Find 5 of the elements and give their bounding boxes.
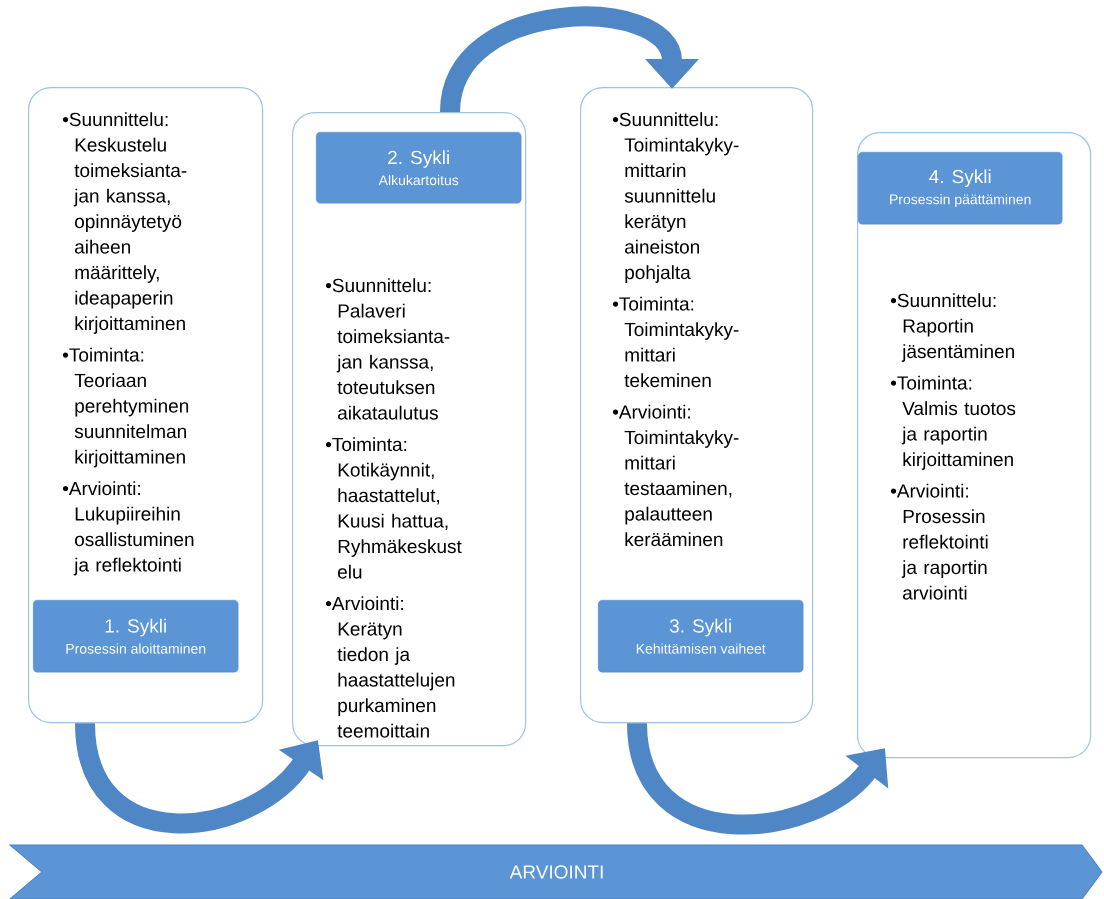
heading-tab: 2. Sykli Alkukartoitus <box>316 132 522 204</box>
heading-tab: 3. Sykli Kehittämisen vaiheet <box>598 600 804 673</box>
heading-tab: 1. Sykli Prosessin aloittaminen <box>33 600 239 673</box>
arrow-band: ARVIOINTI <box>9 844 1103 899</box>
heading-tab: 4. Sykli Prosessin päättäminen <box>858 152 1063 225</box>
